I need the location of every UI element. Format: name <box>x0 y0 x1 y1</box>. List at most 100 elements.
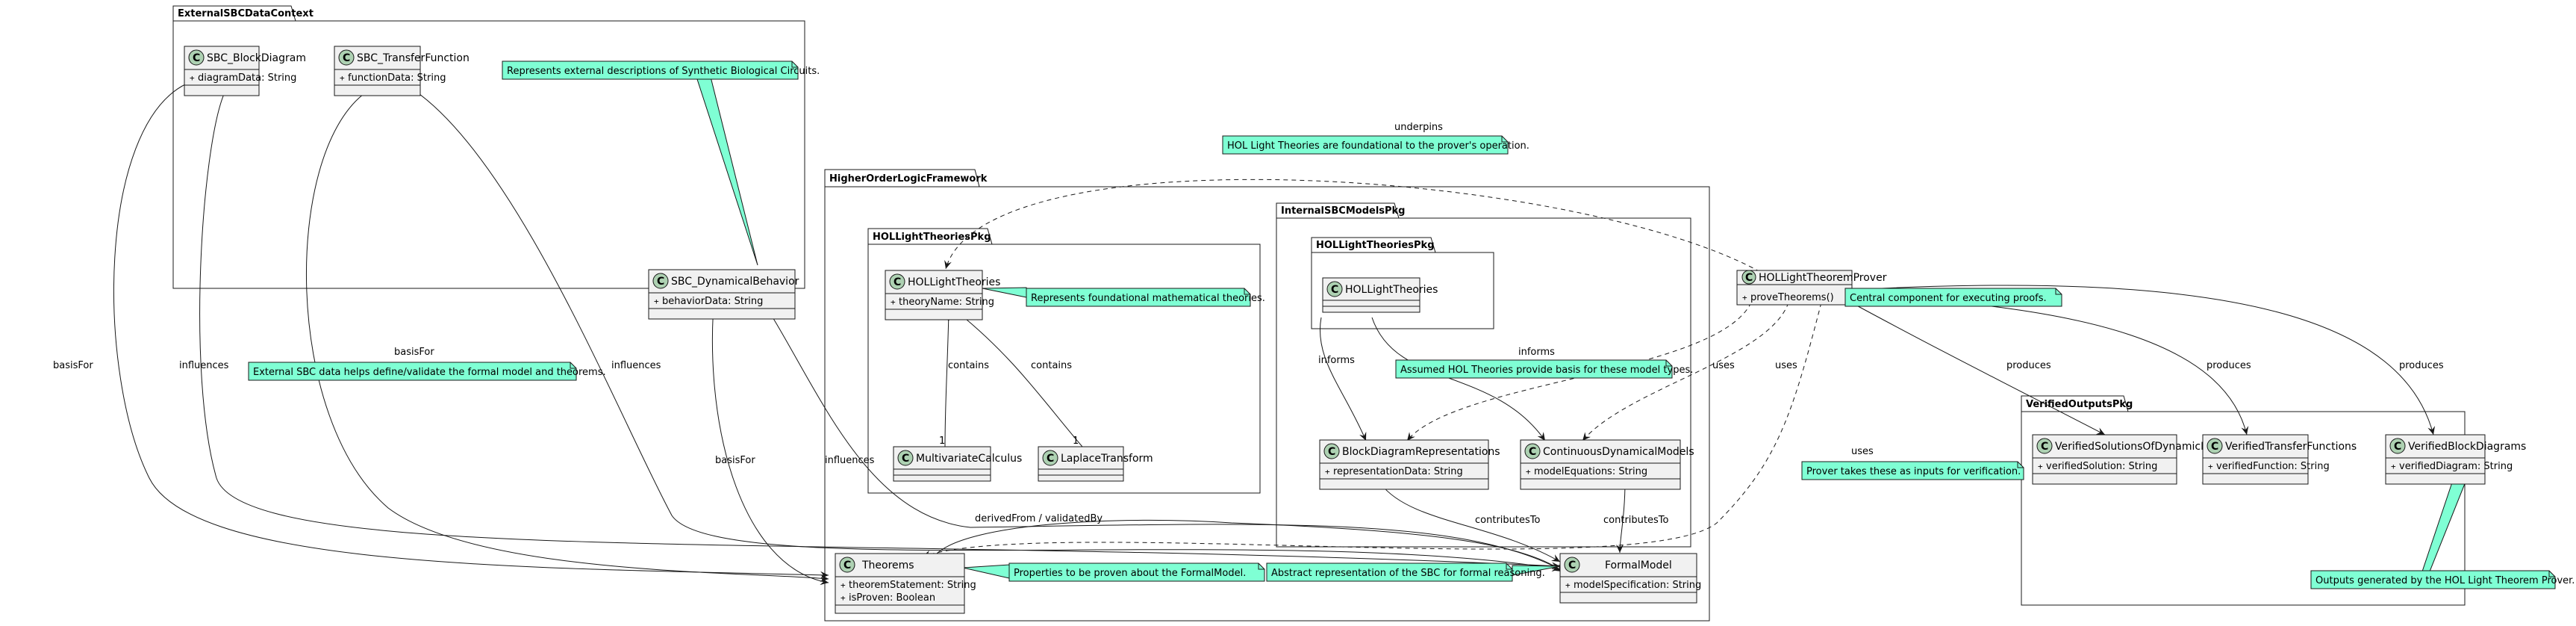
package-internal-hol-light-theories: HOLLightTheoriesPkg <box>1311 237 1494 329</box>
class-attribute: theoremStatement: String <box>849 580 976 591</box>
class-attribute: modelSpecification: String <box>1574 580 1701 591</box>
class-icon <box>1564 557 1580 573</box>
class-name: LaplaceTransform <box>1061 453 1153 465</box>
package-title: InternalSBCModelsPkg <box>1281 205 1406 217</box>
note-anchor-verified <box>2421 477 2468 572</box>
package-title: HOLLightTheoriesPkg <box>873 232 991 243</box>
edge-contributes-block <box>1380 483 1561 563</box>
note-text: External SBC data helps define/validate … <box>253 367 606 378</box>
visibility-public: + <box>1325 467 1330 477</box>
note-abstract-representation: Abstract representation of the SBC for f… <box>1266 563 1545 582</box>
class-attribute: verifiedDiagram: String <box>2399 461 2513 472</box>
class-name: HOLLightTheories <box>1345 284 1438 296</box>
label-basisfor: basisFor <box>715 455 755 466</box>
class-name: SBC_DynamicalBehavior <box>671 276 799 288</box>
package-verified-outputs: VerifiedOutputsPkg <box>2021 395 2466 606</box>
class-name: FormalModel <box>1605 560 1672 571</box>
visibility-public: + <box>190 73 195 83</box>
class-icon-letter: C <box>902 453 909 465</box>
label-underpins: underpins <box>1394 122 1443 133</box>
edge-uses-continuous <box>1582 302 1789 441</box>
note-prover-inputs: Prover takes these as inputs for verific… <box>1801 461 2024 480</box>
class-attribute: isProven: Boolean <box>849 592 935 604</box>
class-icon <box>188 49 205 66</box>
class-icon <box>1323 443 1340 459</box>
class-verified-solutions[interactable]: C VerifiedSolutionsOfDynamicModels + ver… <box>2032 434 2237 485</box>
label-uses: uses <box>1851 446 1874 457</box>
class-name: SBC_TransferFunction <box>357 52 470 64</box>
class-icon <box>839 557 855 573</box>
class-sbc-transfer-function[interactable]: C SBC_TransferFunction + functionData: S… <box>334 46 470 96</box>
class-continuous-dynamical-models[interactable]: C ContinuousDynamicalModels + modelEquat… <box>1520 439 1694 490</box>
visibility-public: + <box>1526 467 1531 477</box>
class-icon-letter: C <box>1745 272 1753 284</box>
class-attribute: verifiedFunction: String <box>2216 461 2330 472</box>
visibility-public: + <box>1565 580 1571 590</box>
class-hol-light-theories[interactable]: C HOLLightTheories + theoryName: String <box>885 270 1000 320</box>
class-block-diagram-representations[interactable]: C BlockDiagramRepresentations + represen… <box>1319 439 1500 490</box>
class-method: proveTheorems() <box>1750 292 1834 303</box>
visibility-public: + <box>340 73 345 83</box>
class-name: MultivariateCalculus <box>916 453 1022 465</box>
note-text: HOL Light Theories are foundational to t… <box>1227 140 1529 152</box>
note-text: Prover takes these as inputs for verific… <box>1806 466 2021 477</box>
edge-uses-block <box>1406 302 1752 441</box>
label-contains: contains <box>1031 360 1072 371</box>
edge-contributes-continuous <box>1616 481 1626 554</box>
edge-informs-continuous <box>1371 317 1546 441</box>
class-hol-light-theorem-prover[interactable]: C HOLLightTheoremProver + proveTheorems(… <box>1736 270 1887 306</box>
edge-produces-block <box>1850 285 2436 436</box>
edge-basisfor-blockdiagram <box>113 83 829 579</box>
edge-basisfor-dynamical <box>711 288 829 586</box>
class-icon-letter: C <box>657 276 664 288</box>
visibility-public: + <box>891 297 896 307</box>
edge-uses-theorems <box>922 302 1822 558</box>
label-informs: informs <box>1318 355 1355 366</box>
class-name: VerifiedBlockDiagrams <box>2408 441 2526 453</box>
label-produces: produces <box>2006 360 2051 371</box>
label-influences: influences <box>825 455 875 466</box>
class-sbc-block-diagram[interactable]: C SBC_BlockDiagram + diagramData: String <box>184 46 306 96</box>
note-text: Represents foundational mathematical the… <box>1031 293 1265 304</box>
package-title: HOLLightTheoriesPkg <box>1316 240 1435 251</box>
edge-labels: underpins basisFor influences basisFor i… <box>53 122 2444 526</box>
class-icon-letter: C <box>894 276 901 288</box>
label-multiplicity: 1 <box>1073 436 1079 447</box>
visibility-public: + <box>841 593 846 603</box>
class-name: VerifiedTransferFunctions <box>2225 441 2357 453</box>
class-sbc-dynamical-behavior[interactable]: C SBC_DynamicalBehavior + behaviorData: … <box>648 269 799 320</box>
note-outputs-generated: Outputs generated by the HOL Light Theor… <box>2310 570 2575 589</box>
note-text: Outputs generated by the HOL Light Theor… <box>2315 575 2575 586</box>
label-basisfor: basisFor <box>53 360 93 371</box>
class-icon-letter: C <box>1529 446 1536 458</box>
label-contributes: contributesTo <box>1475 515 1540 526</box>
class-verified-block-diagrams[interactable]: C VerifiedBlockDiagrams + verifiedDiagra… <box>2385 434 2526 485</box>
class-formal-model[interactable]: C FormalModel + modelSpecification: Stri… <box>1559 553 1701 604</box>
edge-influences-blockdiagram <box>199 93 1561 570</box>
class-verified-transfer-functions[interactable]: C VerifiedTransferFunctions + verifiedFu… <box>2202 434 2357 485</box>
label-contributes: contributesTo <box>1603 515 1668 526</box>
class-name: HOLLightTheoremProver <box>1759 272 1887 284</box>
visibility-public: + <box>841 580 846 590</box>
note-text: Assumed HOL Theories provide basis for t… <box>1400 365 1693 376</box>
note-external-description: Represents external descriptions of Synt… <box>502 61 820 80</box>
class-name: Theorems <box>861 560 914 571</box>
edge-contains-multivariate <box>944 312 952 447</box>
note-external-helps: External SBC data helps define/validate … <box>248 362 606 381</box>
edge-produces-solutions <box>1850 302 2106 436</box>
class-icon <box>1524 443 1541 459</box>
class-icon-letter: C <box>1568 560 1576 571</box>
class-multivariate-calculus[interactable]: C MultivariateCalculus <box>893 446 1022 482</box>
class-icon-letter: C <box>2211 441 2218 453</box>
class-icon <box>2207 438 2223 454</box>
class-laplace-transform[interactable]: C LaplaceTransform <box>1038 446 1153 482</box>
class-attribute: functionData: String <box>348 72 446 84</box>
note-hol-foundational: HOL Light Theories are foundational to t… <box>1222 135 1529 155</box>
class-internal-hol-light-theories[interactable]: C HOLLightTheories <box>1322 277 1438 313</box>
class-theorems[interactable]: C Theorems + theoremStatement: String + … <box>835 553 976 614</box>
edge-contains-laplace <box>957 312 1083 447</box>
label-uses: uses <box>1712 360 1735 371</box>
class-name: ContinuousDynamicalModels <box>1543 446 1694 458</box>
label-influences: influences <box>179 360 229 371</box>
